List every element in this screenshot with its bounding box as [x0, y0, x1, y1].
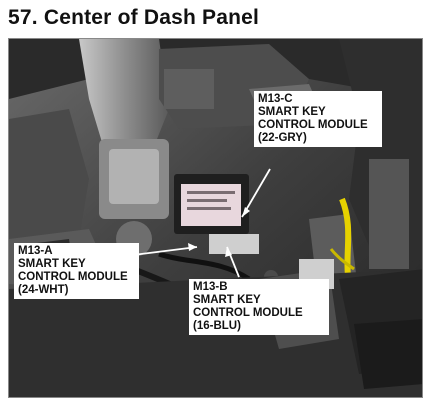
callout-m13-c-module: CONTROL MODULE [258, 119, 368, 131]
callout-m13-c-id: M13-C [258, 93, 293, 105]
callout-m13-a-connector: (24-WHT) [18, 284, 69, 296]
callout-m13-c-name: SMART KEY [258, 106, 326, 118]
callout-m13-b-id: M13-B [193, 281, 228, 293]
callout-m13-c: M13-C SMART KEY CONTROL MODULE (22-GRY) [254, 91, 382, 147]
dash-panel-photo: M13-C SMART KEY CONTROL MODULE (22-GRY) … [8, 38, 423, 398]
callout-m13-a-module: CONTROL MODULE [18, 271, 128, 283]
callout-m13-b-name: SMART KEY [193, 294, 261, 306]
callout-m13-b-connector: (16-BLU) [193, 320, 241, 332]
page-title: 57. Center of Dash Panel [8, 6, 260, 29]
callout-m13-b-module: CONTROL MODULE [193, 307, 303, 319]
callout-m13-a-id: M13-A [18, 245, 53, 257]
callout-m13-a: M13-A SMART KEY CONTROL MODULE (24-WHT) [14, 243, 139, 299]
callout-m13-c-connector: (22-GRY) [258, 132, 307, 144]
callout-m13-a-name: SMART KEY [18, 258, 86, 270]
callout-m13-b: M13-B SMART KEY CONTROL MODULE (16-BLU) [189, 279, 329, 335]
